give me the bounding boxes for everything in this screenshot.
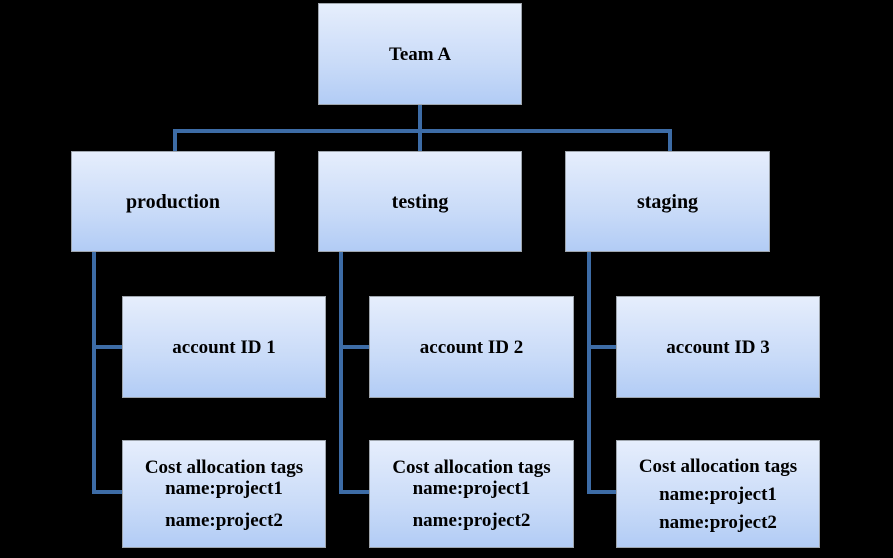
node-team-a[interactable]: Team A (318, 3, 522, 105)
node-cost-tags-3[interactable]: Cost allocation tags name:project1 name:… (616, 440, 820, 548)
connector-bus-to-staging (668, 129, 672, 152)
connector-production-descender (92, 251, 96, 494)
connector-root-stem (418, 104, 422, 132)
node-cost-tags-3-heading: Cost allocation tags (638, 455, 798, 477)
node-cost-tags-1-tag-2: name:project2 (165, 510, 283, 531)
connector-production-to-tags (92, 490, 124, 494)
node-cost-tags-2-tag-2: name:project2 (412, 510, 531, 531)
connector-horizontal-bus (173, 129, 672, 133)
node-environment-staging-label: staging (636, 190, 699, 213)
connector-testing-to-account (339, 345, 371, 349)
node-cost-tags-1[interactable]: Cost allocation tags name:project1 name:… (122, 440, 326, 548)
node-environment-production[interactable]: production (71, 151, 275, 252)
node-account-id-2-label: account ID 2 (419, 336, 524, 358)
node-account-id-1-label: account ID 1 (172, 336, 276, 358)
connector-production-to-account (92, 345, 124, 349)
connector-bus-to-production (173, 129, 177, 152)
node-account-id-3[interactable]: account ID 3 (616, 296, 820, 398)
node-environment-testing[interactable]: testing (318, 151, 522, 252)
node-cost-tags-3-tag-1: name:project1 (659, 483, 777, 505)
node-account-id-2[interactable]: account ID 2 (369, 296, 574, 398)
connector-staging-to-tags (587, 490, 619, 494)
node-account-id-1[interactable]: account ID 1 (122, 296, 326, 398)
connector-staging-descender (587, 251, 591, 494)
node-account-id-3-label: account ID 3 (666, 336, 770, 358)
connector-staging-to-account (587, 345, 619, 349)
connector-bus-to-testing (418, 129, 422, 152)
node-environment-production-label: production (125, 190, 221, 213)
node-cost-tags-3-tag-2: name:project2 (659, 511, 777, 533)
node-team-a-label: Team A (388, 43, 452, 65)
connector-testing-descender (339, 251, 343, 494)
node-cost-tags-1-heading: Cost allocation tags (144, 457, 304, 478)
node-cost-tags-2-tag-1: name:project1 (412, 478, 531, 499)
node-cost-tags-2-heading: Cost allocation tags (392, 457, 551, 478)
node-environment-staging[interactable]: staging (565, 151, 770, 252)
node-environment-testing-label: testing (391, 190, 449, 213)
connector-testing-to-tags (339, 490, 371, 494)
node-cost-tags-2[interactable]: Cost allocation tags name:project1 name:… (369, 440, 574, 548)
node-cost-tags-1-tag-1: name:project1 (165, 478, 283, 499)
